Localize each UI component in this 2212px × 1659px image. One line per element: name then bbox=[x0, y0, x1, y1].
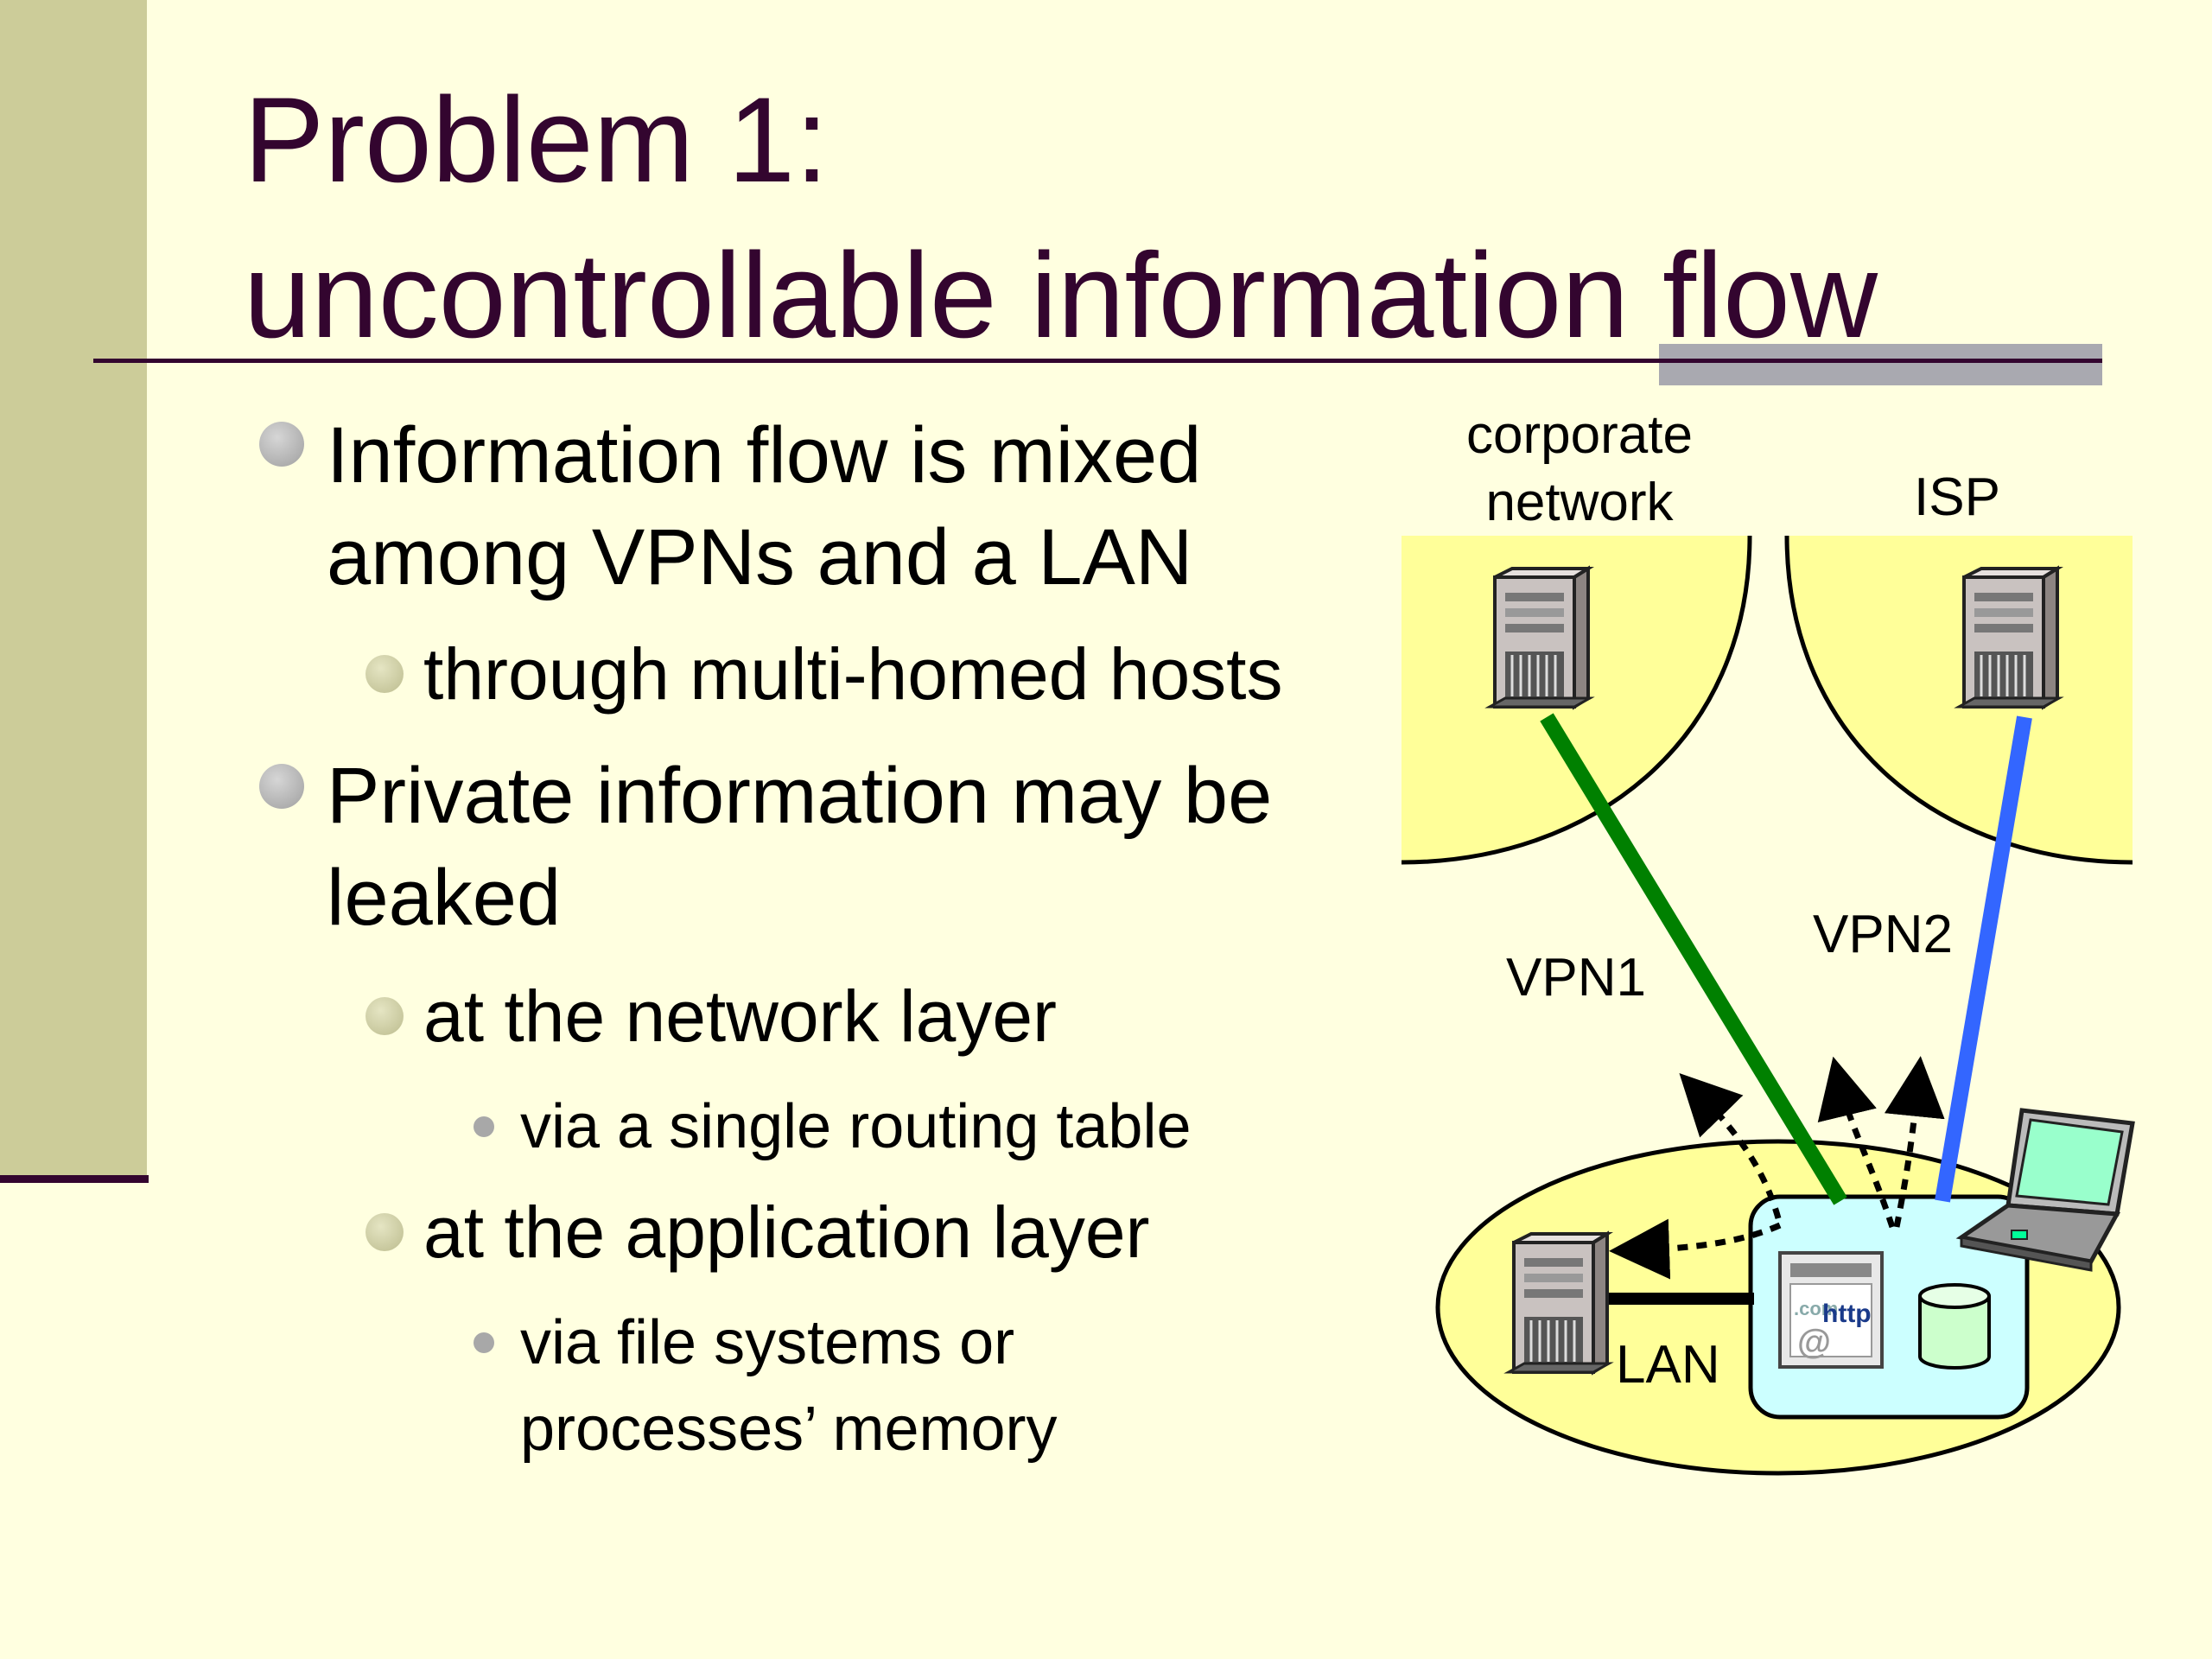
title-line-1: Problem 1: bbox=[244, 72, 829, 207]
corporate-server-icon bbox=[1488, 567, 1592, 709]
title-rule bbox=[93, 359, 2102, 363]
bullet-4-line-1: at the network layer bbox=[423, 976, 1058, 1057]
laptop-icon bbox=[1955, 1108, 2135, 1272]
database-icon bbox=[1918, 1283, 1991, 1370]
bullet-3: Private information may be leaked bbox=[327, 745, 1272, 949]
vpn2-label: VPN2 bbox=[1813, 905, 1953, 964]
bullet-5-marker bbox=[474, 1116, 494, 1137]
bullet-7: via file systems or processes’ memory bbox=[520, 1300, 1058, 1472]
svg-text:@: @ bbox=[1797, 1323, 1831, 1361]
leak-arrow-1 bbox=[1679, 1072, 1782, 1219]
sidebar-accent-line bbox=[0, 1175, 149, 1183]
corporate-network-boundary bbox=[1401, 535, 1752, 865]
bullet-1: Information flow is mixed among VPNs and… bbox=[327, 404, 1201, 608]
isp-region bbox=[1787, 536, 2133, 862]
leak-arrow-3 bbox=[1884, 1056, 1945, 1228]
isp-server-icon bbox=[1957, 567, 2061, 709]
bullet-4: at the network layer bbox=[423, 969, 1057, 1063]
bullet-7-line-2: processes’ memory bbox=[520, 1395, 1058, 1464]
bullet-1-line-2: among VPNs and a LAN bbox=[327, 513, 1193, 601]
isp-label: ISP bbox=[1914, 467, 2000, 527]
title-line-2: uncontrollable information flow bbox=[244, 227, 1878, 363]
vpn1-label: VPN1 bbox=[1506, 948, 1646, 1007]
bullet-5: via a single routing table bbox=[520, 1084, 1192, 1170]
bullet-7-marker bbox=[474, 1332, 494, 1353]
bullet-3-line-1: Private information may be bbox=[327, 752, 1273, 840]
bullet-2: through multi-homed hosts bbox=[423, 627, 1283, 721]
bullet-7-line-1: via file systems or bbox=[520, 1308, 1015, 1377]
browser-http-icon: .com http @ bbox=[1778, 1251, 1884, 1369]
bullet-2-line-1: through multi-homed hosts bbox=[423, 633, 1283, 715]
bullet-3-marker bbox=[259, 764, 304, 809]
title-rule-shadow bbox=[1659, 344, 2102, 385]
bullet-6: at the application layer bbox=[423, 1185, 1150, 1279]
lan-label: LAN bbox=[1616, 1335, 1720, 1395]
bullet-3-line-2: leaked bbox=[327, 854, 562, 942]
svg-text:.com: .com bbox=[1794, 1298, 1838, 1319]
vpn1-link bbox=[1540, 713, 1847, 1205]
lan-server-icon bbox=[1507, 1232, 1611, 1374]
bullet-4-marker bbox=[365, 997, 404, 1035]
isp-boundary bbox=[1784, 535, 2133, 865]
corporate-label-line-2: network bbox=[1485, 473, 1674, 532]
slide-title: Problem 1: uncontrollable information fl… bbox=[244, 62, 1878, 373]
leak-arrow-2 bbox=[1817, 1056, 1896, 1229]
corporate-label-line-1: corporate bbox=[1466, 405, 1693, 465]
bullet-6-line-1: at the application layer bbox=[423, 1192, 1150, 1273]
bullet-6-marker bbox=[365, 1213, 404, 1251]
bullet-2-marker bbox=[365, 655, 404, 693]
svg-text:http: http bbox=[1822, 1300, 1872, 1328]
vpn2-link bbox=[1935, 715, 2032, 1203]
slide-sidebar bbox=[0, 0, 147, 1179]
bullet-1-marker bbox=[259, 422, 304, 467]
bullet-1-line-1: Information flow is mixed bbox=[327, 411, 1202, 499]
bullet-5-line-1: via a single routing table bbox=[520, 1092, 1192, 1161]
